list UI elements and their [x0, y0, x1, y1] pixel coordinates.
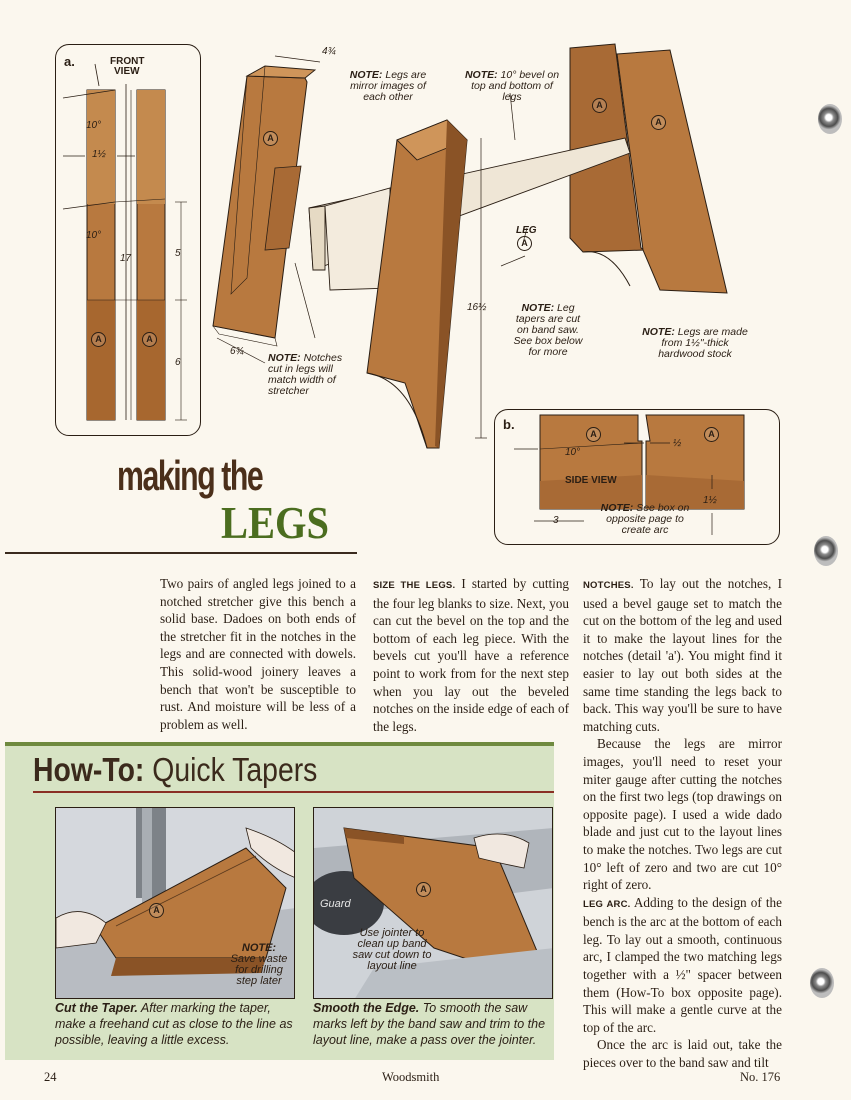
note-mirror: NOTE: Legs are mirror images of each oth… — [349, 69, 427, 103]
detail-a-dim-lower: 6 — [175, 357, 181, 368]
size-paragraph: SIZE THE LEGS. I started by cutting the … — [373, 576, 570, 734]
photo-cut-taper-illustration — [56, 808, 294, 998]
article-column-2: SIZE THE LEGS. I started by cutting the … — [373, 575, 569, 735]
detail-a-dim-upper: 5 — [175, 248, 181, 259]
detail-a-title-2: VIEW — [114, 66, 140, 77]
detail-b-side-view-label: SIDE VIEW — [565, 475, 617, 486]
detail-a-angle-mid: 10° — [86, 230, 102, 241]
part-a-marker: A — [91, 332, 106, 347]
howto-rule — [33, 791, 554, 793]
detail-a-angle-top: 10° — [86, 120, 102, 131]
binder-hole — [810, 968, 834, 998]
note-bevel: NOTE: 10° bevel on top and bottom of leg… — [464, 69, 560, 103]
arc-paragraph-2: Once the arc is laid out, take the piece… — [583, 1037, 782, 1071]
detail-b-notch: ½ — [673, 438, 682, 449]
detail-a-drawing — [62, 63, 187, 421]
detail-a-front-view — [55, 44, 201, 436]
part-a-marker: A — [517, 236, 532, 251]
dim-top-width: 4¾ — [322, 46, 336, 57]
photo1-caption: Cut the Taper. After marking the taper, … — [55, 1001, 293, 1047]
photo-cut-taper — [55, 807, 295, 999]
binder-hole — [814, 536, 838, 566]
detail-b-rise: 1½ — [703, 495, 717, 506]
photo1-note: NOTE:Save waste for drilling step later — [230, 942, 288, 987]
detail-a-length: 17 — [120, 253, 132, 264]
photo-smooth-edge-illustration — [314, 808, 552, 998]
detail-a-thickness: 1½ — [92, 149, 106, 160]
leg-assembly-drawing — [212, 43, 728, 449]
arc-paragraph: LEG ARC. Adding to the design of the ben… — [583, 894, 783, 1035]
detail-b-angle: 10° — [565, 447, 581, 458]
leg-label: LEG — [516, 225, 537, 236]
section-title-line1: making the — [117, 452, 264, 499]
note-notches: NOTE: Notches cut in legs will match wid… — [268, 352, 343, 397]
detail-a-label: a. — [64, 54, 75, 69]
part-a-marker: A — [142, 332, 157, 347]
section-title-line2: LEGS — [221, 498, 330, 548]
howto-title: How-To: Quick Tapers — [33, 751, 318, 788]
detail-b-note: NOTE: See box on opposite page to create… — [600, 502, 690, 536]
dim-bottom-width: 6¾ — [230, 346, 244, 357]
mirror-paragraph: Because the legs are mirror images, you'… — [583, 736, 782, 893]
guard-label: Guard — [320, 898, 351, 910]
part-a-marker: A — [704, 427, 719, 442]
photo-smooth-edge — [313, 807, 553, 999]
detail-b-width: 3 — [553, 515, 559, 526]
binder-hole — [818, 104, 842, 134]
detail-a-title-1: FRONT — [110, 56, 145, 67]
article-column-1: Two pairs of angled legs joined to a not… — [160, 575, 356, 733]
magazine-name: Woodsmith — [382, 1070, 440, 1084]
intro-paragraph: Two pairs of angled legs joined to a not… — [160, 576, 356, 732]
part-a-marker: A — [651, 115, 666, 130]
issue-number: No. 176 — [740, 1070, 781, 1084]
part-a-marker: A — [149, 903, 164, 918]
part-a-marker: A — [586, 427, 601, 442]
photo2-callout: Use jointer to clean up band saw cut dow… — [352, 927, 432, 972]
photo2-caption: Smooth the Edge. To smooth the saw marks… — [313, 1001, 546, 1047]
note-stock: NOTE: Legs are made from 1½"-thick hardw… — [642, 326, 748, 360]
note-tapers: NOTE: Leg tapers are cut on band saw. Se… — [513, 302, 583, 358]
part-a-marker: A — [416, 882, 431, 897]
dim-height: 16½ — [467, 302, 487, 313]
detail-b-label: b. — [503, 417, 515, 432]
article-column-3: NOTCHES. To lay out the notches, I used … — [583, 575, 782, 1072]
title-rule — [5, 552, 357, 554]
part-a-marker: A — [592, 98, 607, 113]
page-number: 24 — [44, 1070, 57, 1084]
detail-b-drawing — [514, 414, 745, 535]
part-a-marker: A — [263, 131, 278, 146]
notches-paragraph: NOTCHES. To lay out the notches, I used … — [583, 576, 782, 734]
